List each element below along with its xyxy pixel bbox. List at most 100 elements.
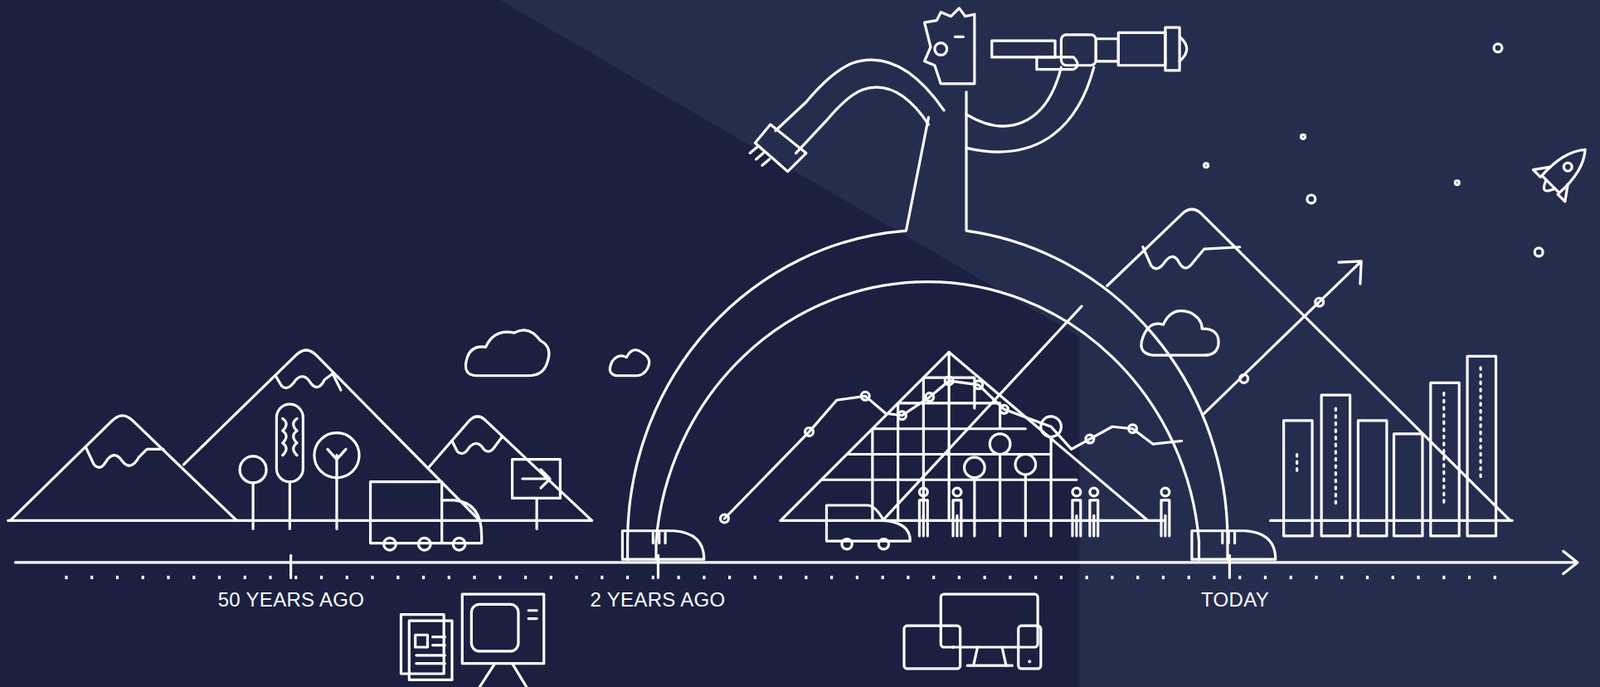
future-scene-part [1357, 420, 1387, 536]
timeline-dot [728, 575, 731, 579]
past-landscape-part [452, 537, 466, 550]
past-landscape-part [452, 437, 502, 454]
future-scene-part [1297, 367, 1481, 506]
timeline-label: 50 YEARS AGO [218, 588, 365, 612]
timeline-dot [753, 575, 757, 579]
past-landscape-part [384, 537, 397, 550]
person-figure-part [796, 87, 929, 153]
person-figure-part [1095, 38, 1119, 62]
timeline-dot [64, 575, 68, 579]
timeline-axis-part [14, 560, 1576, 564]
old-media-icons-part [415, 634, 428, 647]
person-body [953, 500, 962, 536]
timeline-dot [1366, 575, 1369, 579]
past-landscape-part [8, 519, 593, 522]
timeline-dot [1340, 575, 1343, 579]
present-scene-part [964, 457, 986, 478]
present-scene-part [998, 453, 1002, 535]
person [1089, 487, 1099, 536]
timeline-dot [294, 575, 297, 579]
future-scene-part [1301, 134, 1306, 139]
timeline-dot [472, 575, 476, 579]
future-scene-part [1393, 433, 1422, 536]
past-landscape-part [335, 455, 338, 530]
timeline-dot [1442, 575, 1445, 579]
future-scene-part [1338, 261, 1362, 284]
old-media-icons [400, 593, 544, 687]
person-body [1089, 500, 1099, 536]
person-head [919, 487, 928, 497]
past-landscape-part [9, 415, 237, 521]
timeline-dot [702, 575, 706, 579]
timeline-dot [1136, 575, 1139, 579]
person-figure-part [652, 532, 1235, 543]
timeline-dot [1289, 575, 1293, 579]
person-figure-part [954, 35, 963, 39]
past-landscape-part [85, 447, 163, 467]
present-scene-part [724, 380, 1182, 519]
present-scene-part [821, 351, 1077, 521]
past-landscape-part [428, 416, 593, 521]
timeline-dot [498, 575, 501, 579]
timeline-label: 2 YEARS AGO [590, 588, 726, 612]
present-scene-part [780, 351, 1148, 521]
timeline-dot [1212, 575, 1216, 579]
past-landscape-part [512, 459, 561, 499]
timeline-axis [14, 550, 1577, 579]
new-media-icons-part [951, 645, 955, 649]
person-figure-part [775, 59, 944, 131]
past-landscape-part [418, 537, 431, 550]
person-figure-part [749, 146, 769, 166]
timeline-dot [320, 575, 323, 579]
present-scene-part [860, 391, 870, 400]
future-scene-part-part [1561, 160, 1574, 173]
timeline-dot [218, 575, 221, 579]
timeline-label: TODAY [1201, 588, 1270, 612]
present-scene-part [944, 376, 954, 385]
present-scene-part [898, 411, 907, 420]
person-figure-part [966, 92, 1228, 560]
past-landscape-part [327, 448, 346, 459]
person-figure-part [966, 67, 1061, 127]
present-scene-part [826, 505, 910, 541]
timeline-dot [855, 575, 859, 579]
timeline-dot [90, 575, 93, 579]
timeline-dot [600, 575, 604, 579]
person [953, 487, 962, 536]
timeline-dot [830, 575, 833, 579]
future-scene-part [1142, 247, 1241, 269]
past-landscape [8, 330, 650, 550]
past-landscape-part [239, 456, 267, 483]
past-landscape-part [465, 330, 549, 376]
future-scene-part [1240, 374, 1249, 384]
timeline-dot [1008, 575, 1012, 579]
old-media-icons-part [416, 653, 445, 657]
future-scene-part-part [1528, 159, 1576, 206]
person-figure-part [1179, 36, 1187, 62]
timeline-dot [370, 575, 374, 579]
new-media-icons [904, 593, 1041, 669]
timeline-dot [1314, 575, 1318, 579]
new-media-icons-part [973, 646, 978, 666]
future-scene-part [1315, 297, 1324, 307]
timeline-dot [1238, 575, 1241, 579]
person [919, 487, 928, 536]
past-landscape-part [282, 418, 297, 455]
old-media-icons-part [432, 635, 446, 638]
timeline-dot [1085, 575, 1089, 579]
timeline-axis-part [1563, 550, 1578, 574]
person-body [1161, 500, 1170, 536]
past-landscape-part [276, 403, 303, 482]
future-scene-part [1204, 262, 1361, 414]
present-scene-part [805, 427, 814, 437]
new-media-icons-part [967, 664, 1012, 667]
past-landscape-part [522, 469, 550, 488]
timeline-dot [1162, 575, 1165, 579]
timeline-dots [64, 575, 1497, 579]
past-landscape-part [251, 482, 254, 529]
timeline-dot [1468, 575, 1471, 579]
timeline-dot [116, 575, 119, 579]
present-scene-part [972, 477, 976, 536]
